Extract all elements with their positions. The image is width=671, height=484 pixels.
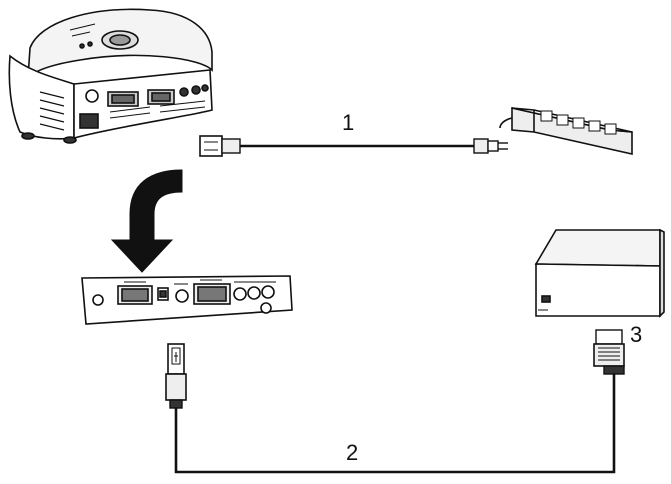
external-device — [534, 228, 665, 318]
power-cable — [199, 135, 508, 157]
callout-device-connector: 3 — [630, 322, 642, 347]
callout-usb-cable: 2 — [346, 440, 358, 465]
zoom-arrow-icon — [110, 169, 183, 273]
callout-power-cable: 1 — [342, 110, 354, 135]
projector-rear-panel — [81, 275, 293, 325]
projector — [8, 8, 213, 144]
usb-cable — [165, 329, 625, 474]
power-strip — [499, 107, 633, 155]
